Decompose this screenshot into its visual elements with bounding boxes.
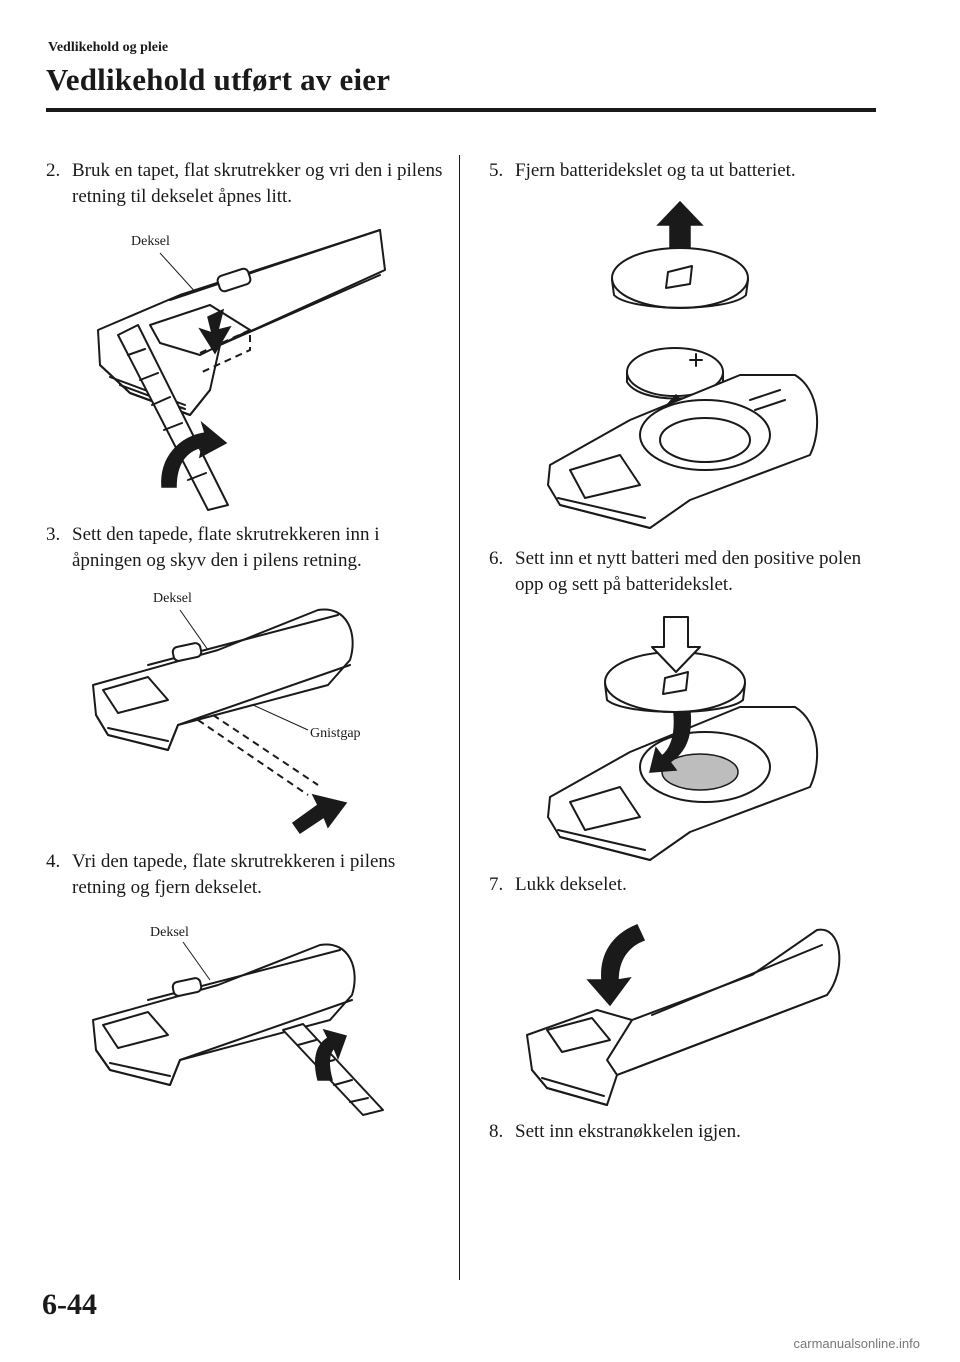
step-number: 5.	[489, 160, 504, 181]
step-text: Vri den tapede, flate skrutrekkeren i pi…	[72, 851, 396, 898]
step-number: 3.	[46, 524, 61, 545]
step-7: 7. Lukk dekselet.	[489, 872, 889, 898]
step-3: 3. Sett den tapede, flate skrutrekkeren …	[46, 522, 446, 574]
step-text: Sett inn et nytt batteri med den positiv…	[515, 548, 862, 595]
fig-step2-pry-cover	[97, 229, 386, 511]
fig-step6-insert-battery	[547, 616, 819, 861]
header-rule	[46, 108, 876, 112]
fig-step7-close-cover	[526, 924, 841, 1106]
section-label: Vedlikehold og pleie	[48, 40, 169, 55]
step-text: Sett inn ekstranøkkelen igjen.	[515, 1121, 741, 1142]
step-number: 6.	[489, 548, 504, 569]
fig2-cover-label: Deksel	[153, 591, 192, 606]
step-text: Sett den tapede, flate skrutrekkeren inn…	[72, 524, 380, 571]
step-6: 6. Sett inn et nytt batteri med den posi…	[489, 546, 889, 598]
step-4: 4. Vri den tapede, flate skrutrekkeren i…	[46, 849, 446, 901]
fig3-cover-label: Deksel	[150, 925, 189, 940]
step-text: Bruk en tapet, flat skrutrekker og vri d…	[72, 160, 443, 207]
step-number: 7.	[489, 874, 504, 895]
step-2: 2. Bruk en tapet, flat skrutrekker og vr…	[46, 158, 446, 210]
step-5: 5. Fjern batteridekslet og ta ut batteri…	[489, 158, 889, 184]
watermark: carmanualsonline.info	[793, 1336, 920, 1351]
step-number: 4.	[46, 851, 61, 872]
fig-step3-slide-tool	[92, 608, 354, 835]
fig1-cover-label: Deksel	[131, 234, 170, 249]
step-number: 2.	[46, 160, 61, 181]
fig-step5-remove-battery	[547, 200, 819, 529]
fig2-gap-label: Gnistgap	[310, 726, 361, 741]
column-divider	[459, 155, 460, 1280]
page-number: 6-44	[42, 1288, 97, 1321]
fig-step4-remove-cover	[92, 941, 384, 1116]
step-text: Lukk dekselet.	[515, 874, 627, 895]
step-number: 8.	[489, 1121, 504, 1142]
step-text: Fjern batteridekslet og ta ut batteriet.	[515, 160, 796, 181]
page-title: Vedlikehold utført av eier	[46, 62, 391, 97]
step-8: 8. Sett inn ekstranøkkelen igjen.	[489, 1119, 889, 1145]
